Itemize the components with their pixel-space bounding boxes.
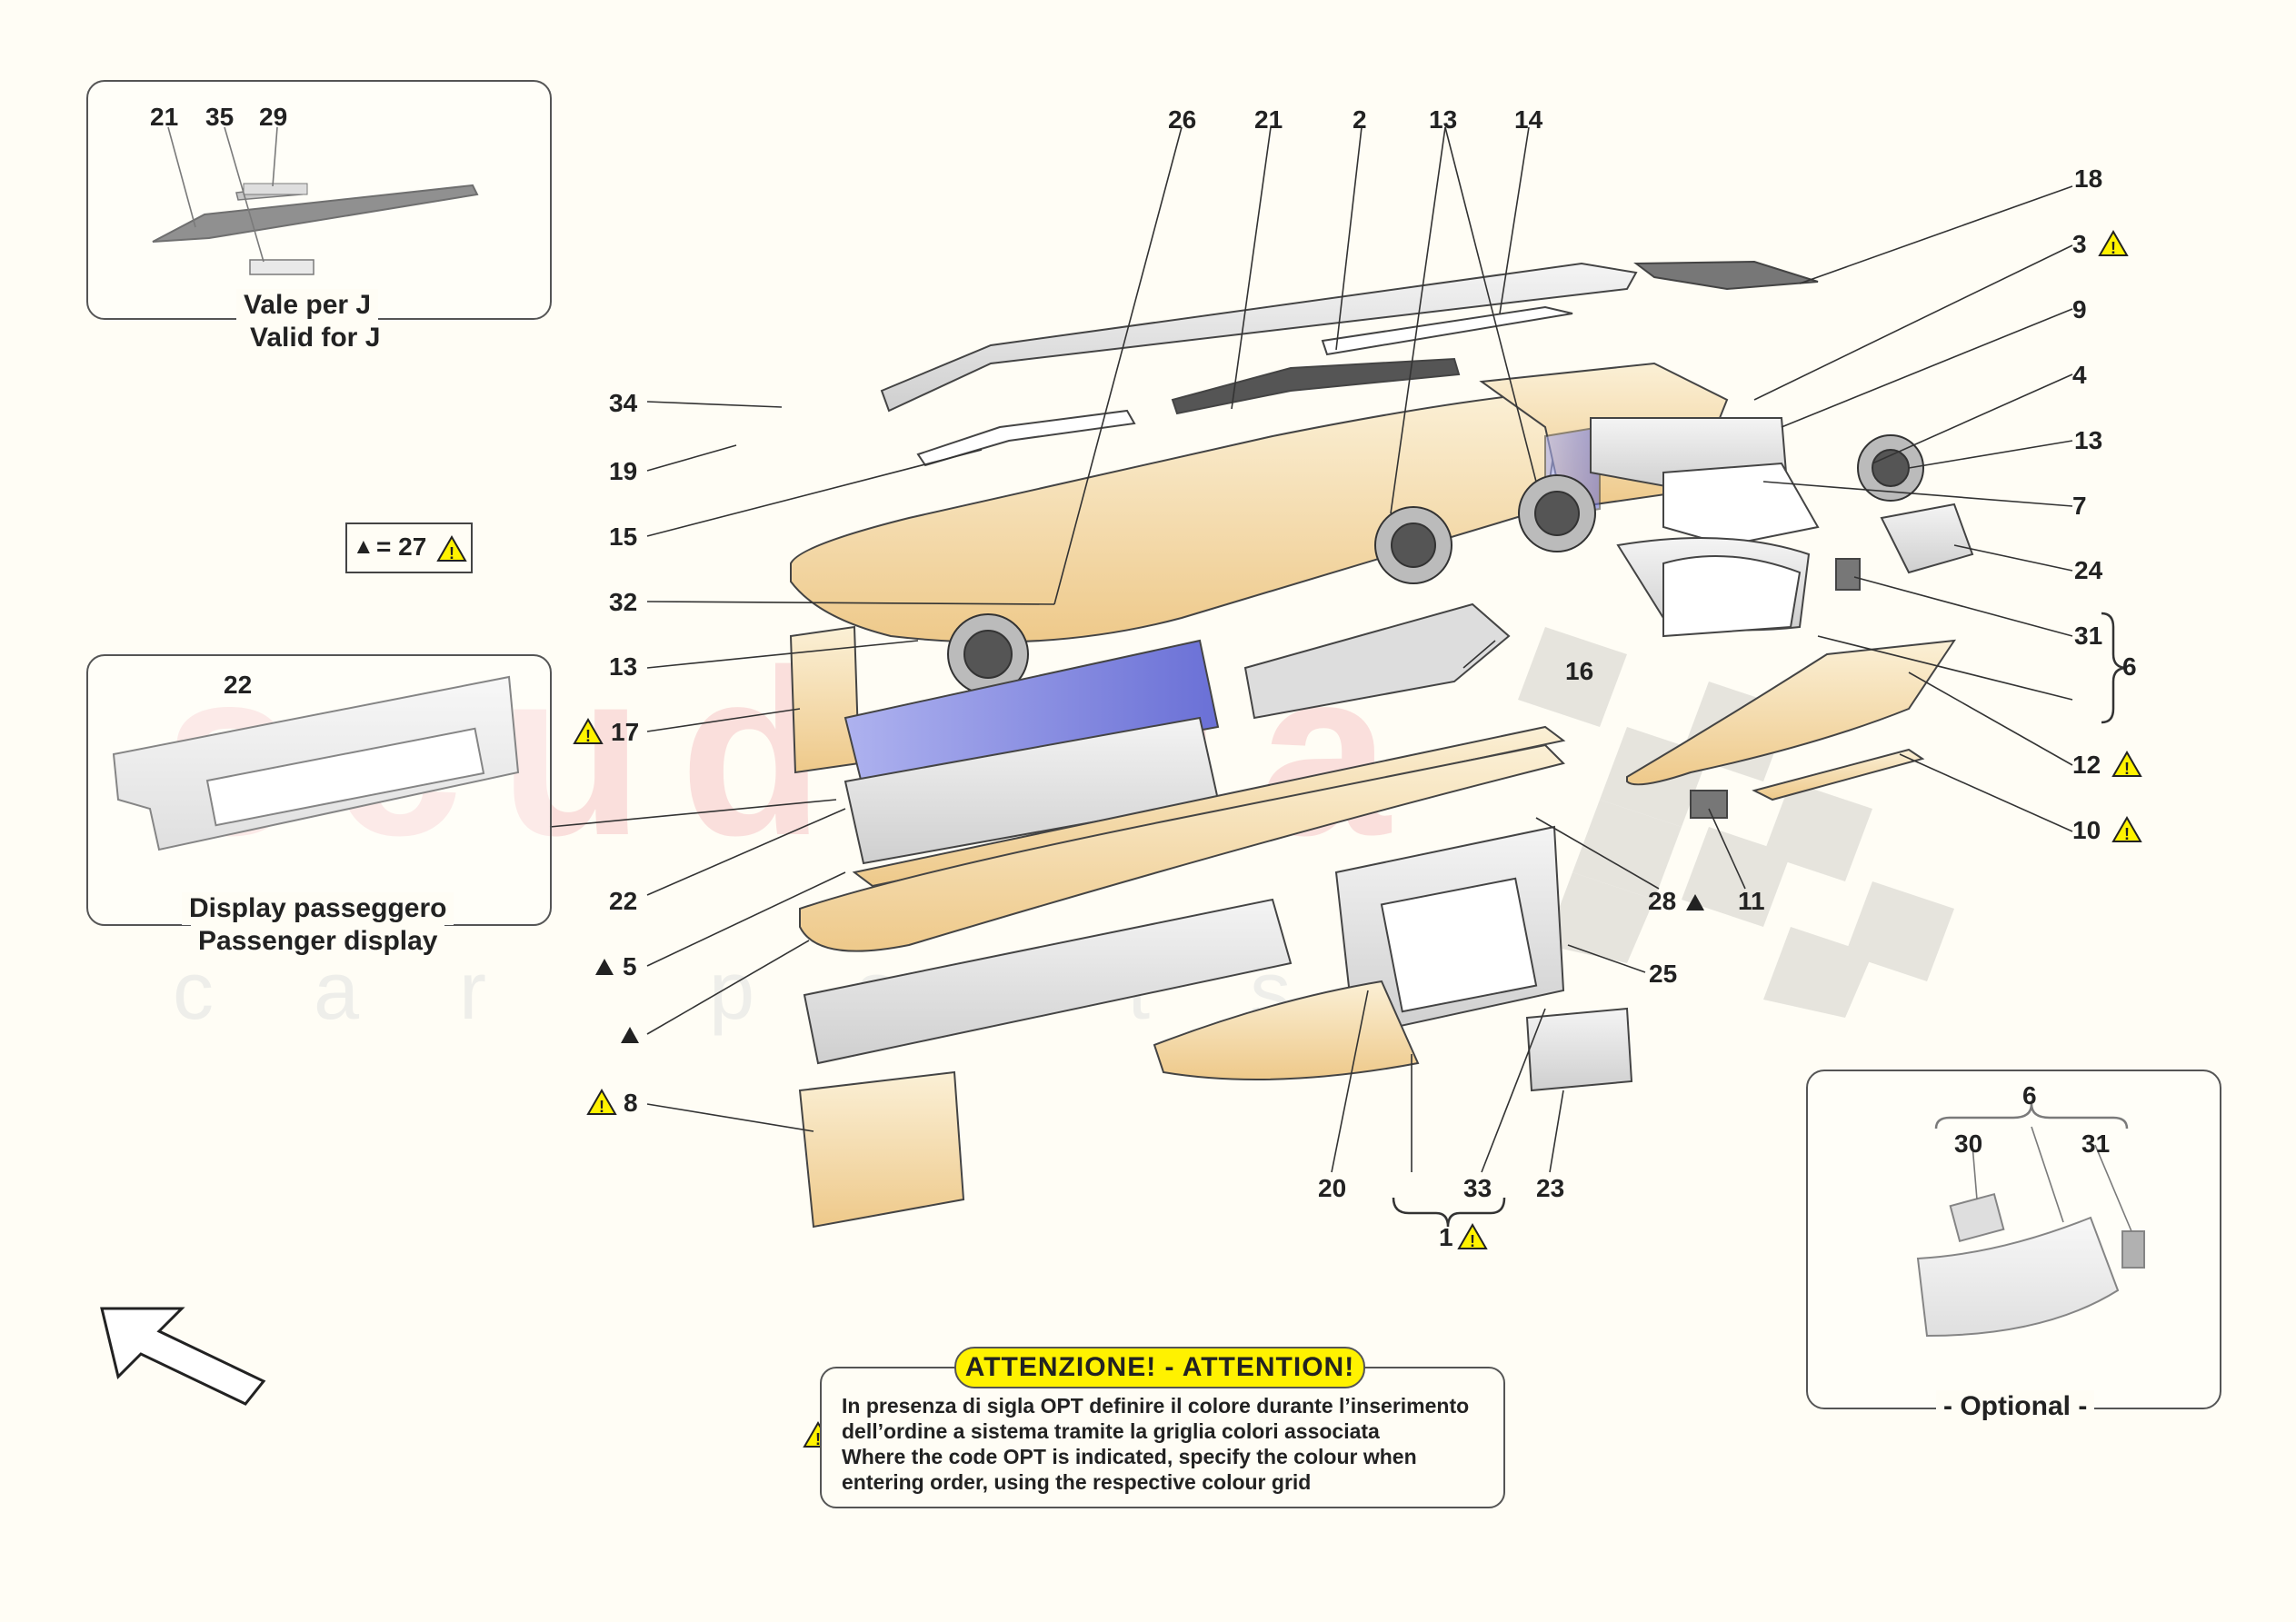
callout-22: 22 <box>609 887 638 915</box>
callout-6-group: 6 <box>2122 652 2137 681</box>
callout-28: 28 <box>1648 887 1677 915</box>
callout-23: 23 <box>1536 1174 1565 1202</box>
callout-20: 20 <box>1318 1174 1347 1202</box>
direction-arrow-icon <box>100 1307 266 1406</box>
callout-35: 35 <box>205 103 235 131</box>
callout-5: 5 <box>623 952 637 980</box>
attention-notice <box>820 1367 1505 1508</box>
callout-14: 14 <box>1514 105 1543 134</box>
callout-21: 21 <box>1254 105 1283 134</box>
callout-25: 25 <box>1649 960 1678 988</box>
callout-6-optional: 6 <box>2022 1081 2037 1110</box>
callout-21-inset: 21 <box>150 103 179 131</box>
leader-lines <box>167 126 2132 1232</box>
legend-equals: = 27 <box>376 532 427 561</box>
callout-2: 2 <box>1353 105 1367 134</box>
knee-panel <box>798 1070 965 1229</box>
passenger-display-bracket <box>112 675 520 851</box>
passenger-inset-caption-it: Display passeggero <box>182 892 454 925</box>
callout-13-top: 13 <box>1429 105 1458 134</box>
console-vent <box>1525 1007 1633 1092</box>
group-braces <box>1392 612 2129 1228</box>
attention-line: Where the code OPT is indicated, specify… <box>842 1445 1417 1468</box>
callout-7: 7 <box>2072 492 2087 520</box>
passenger-inset-caption-en: Passenger display <box>191 925 445 958</box>
japan-inset-parts <box>152 183 479 275</box>
callout-18: 18 <box>2074 164 2103 193</box>
callout-24: 24 <box>2074 556 2103 584</box>
callout-31-optional: 31 <box>2081 1129 2111 1158</box>
optional-inset <box>1806 1070 2221 1409</box>
callout-19: 19 <box>609 457 638 485</box>
callout-34: 34 <box>609 389 638 417</box>
callout-12: 12 <box>2072 751 2101 779</box>
callout-32: 32 <box>609 588 638 616</box>
lower-frame <box>803 825 1565 1080</box>
callout-29: 29 <box>259 103 288 131</box>
callout-30: 30 <box>1954 1129 1983 1158</box>
callout-26: 26 <box>1168 105 1197 134</box>
optional-inset-caption: - Optional - <box>1936 1390 2095 1423</box>
callout-17: 17 <box>611 718 640 746</box>
air-vents <box>947 434 1924 695</box>
attention-title: ATTENZIONE! - ATTENTION! <box>954 1347 1365 1388</box>
callout-4: 4 <box>2072 361 2087 389</box>
callout-9: 9 <box>2072 295 2087 323</box>
attention-line: dell’ordine a sistema tramite la griglia… <box>842 1419 1380 1443</box>
callout-31: 31 <box>2074 622 2103 650</box>
attention-line: In presenza di sigla OPT definire il col… <box>842 1394 1470 1418</box>
instrument-cluster-parts <box>1590 417 1974 638</box>
driver-lower-trims <box>1626 558 1957 819</box>
attention-text: In presenza di sigla OPT definire il col… <box>842 1393 1469 1495</box>
japan-inset-caption-it: Vale per J <box>236 289 379 322</box>
callout-11: 11 <box>1738 887 1765 915</box>
callout-10: 10 <box>2072 816 2101 844</box>
attention-line: entering order, using the respective col… <box>842 1470 1312 1494</box>
callout-15: 15 <box>609 522 638 551</box>
callout-33: 33 <box>1463 1174 1492 1202</box>
callout-16: 16 <box>1565 657 1594 685</box>
japan-inset-caption-en: Valid for J <box>243 322 388 354</box>
callout-22-inset: 22 <box>224 671 253 699</box>
passenger-display-inset <box>86 654 552 926</box>
callout-13-left: 13 <box>609 652 638 681</box>
callout-1: 1 <box>1439 1223 1453 1251</box>
callout-8: 8 <box>624 1089 638 1117</box>
legend-triangle-icon: ▲ <box>353 534 374 559</box>
optional-inset-parts <box>1916 1192 2145 1338</box>
lower-trim-strips <box>799 725 1566 952</box>
top-trim-parts <box>880 260 1819 467</box>
callout-13-right: 13 <box>2074 426 2103 454</box>
callout-3: 3 <box>2072 230 2087 258</box>
passenger-side-frames <box>789 602 1511 865</box>
